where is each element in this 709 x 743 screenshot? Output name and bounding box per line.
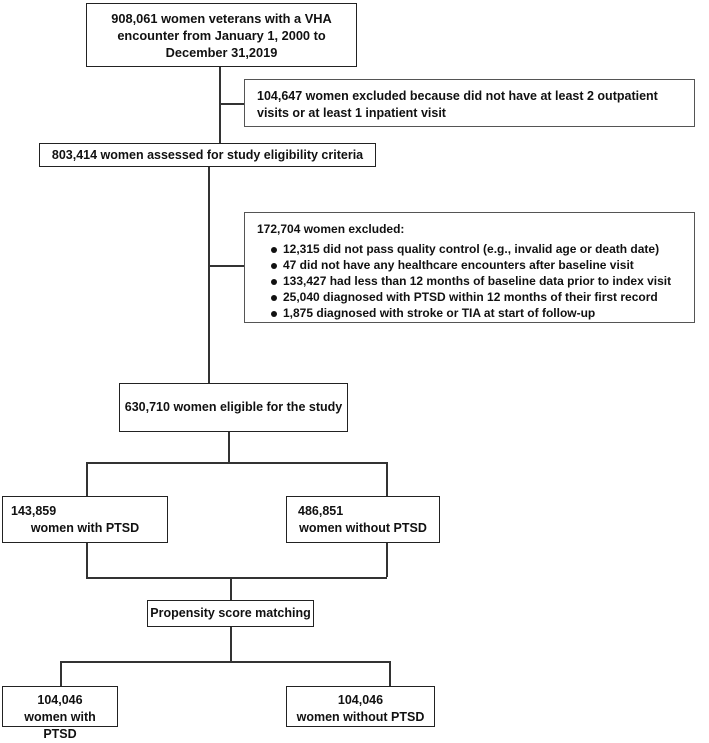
connector-to-matched-no-ptsd bbox=[389, 661, 391, 686]
matched-no-ptsd-count: 104,046 bbox=[337, 693, 384, 707]
exclusion-2-list: 12,315 did not pass quality control (e.g… bbox=[257, 241, 682, 321]
connector-merge bbox=[86, 577, 387, 579]
connector-to-no-ptsd bbox=[386, 462, 388, 496]
matched-no-ptsd-box: 104,046 women without PTSD bbox=[286, 686, 435, 727]
connector-start-to-assessed bbox=[219, 67, 221, 143]
connector-to-exclusion-2 bbox=[208, 265, 244, 267]
exclusion-2-item: 133,427 had less than 12 months of basel… bbox=[257, 273, 682, 289]
exclusion-1-text: 104,647 women excluded because did not h… bbox=[257, 89, 658, 120]
exclusion-2-item: 1,875 diagnosed with stroke or TIA at st… bbox=[257, 305, 682, 321]
connector-from-no-ptsd bbox=[386, 543, 388, 577]
assessed-box-text: 803,414 women assessed for study eligibi… bbox=[51, 147, 364, 162]
start-box-text: 908,061 women veterans with a VHA encoun… bbox=[111, 10, 332, 60]
matching-box: Propensity score matching bbox=[147, 600, 314, 627]
exclusion-2-item: 25,040 diagnosed with PTSD within 12 mon… bbox=[257, 289, 682, 305]
ptsd-box: 143,859 women with PTSD bbox=[2, 496, 168, 543]
assessed-box: 803,414 women assessed for study eligibi… bbox=[39, 143, 376, 167]
connector-split-1 bbox=[86, 462, 387, 464]
matched-ptsd-label: women with PTSD bbox=[24, 710, 96, 741]
connector-to-ptsd bbox=[86, 462, 88, 496]
connector-to-matched-ptsd bbox=[60, 661, 62, 686]
no-ptsd-label: women without PTSD bbox=[299, 521, 427, 535]
exclusion-box-2: 172,704 women excluded: 12,315 did not p… bbox=[244, 212, 695, 323]
exclusion-2-item: 12,315 did not pass quality control (e.g… bbox=[257, 241, 682, 257]
eligible-box-text: 630,710 women eligible for the study bbox=[124, 400, 343, 414]
ptsd-label: women with PTSD bbox=[30, 521, 140, 535]
connector-eligible-down bbox=[228, 432, 230, 462]
no-ptsd-box: 486,851 women without PTSD bbox=[286, 496, 440, 543]
connector-split-2 bbox=[60, 661, 390, 663]
connector-assessed-to-eligible bbox=[208, 167, 210, 383]
exclusion-2-header: 172,704 women excluded: bbox=[257, 222, 405, 236]
no-ptsd-count: 486,851 bbox=[298, 504, 344, 518]
matching-box-text: Propensity score matching bbox=[150, 606, 311, 620]
start-box: 908,061 women veterans with a VHA encoun… bbox=[86, 3, 357, 67]
matched-ptsd-box: 104,046 women with PTSD bbox=[2, 686, 118, 741]
ptsd-count: 143,859 bbox=[11, 504, 57, 518]
connector-to-exclusion-1 bbox=[219, 103, 244, 105]
eligible-box: 630,710 women eligible for the study bbox=[119, 383, 348, 432]
matched-ptsd-count: 104,046 bbox=[37, 693, 83, 707]
connector-from-ptsd bbox=[86, 543, 88, 577]
connector-from-matching bbox=[230, 627, 232, 662]
exclusion-2-item: 47 did not have any healthcare encounter… bbox=[257, 257, 682, 273]
matched-no-ptsd-label: women without PTSD bbox=[296, 710, 425, 724]
connector-to-matching bbox=[230, 577, 232, 600]
exclusion-box-1: 104,647 women excluded because did not h… bbox=[244, 79, 695, 127]
